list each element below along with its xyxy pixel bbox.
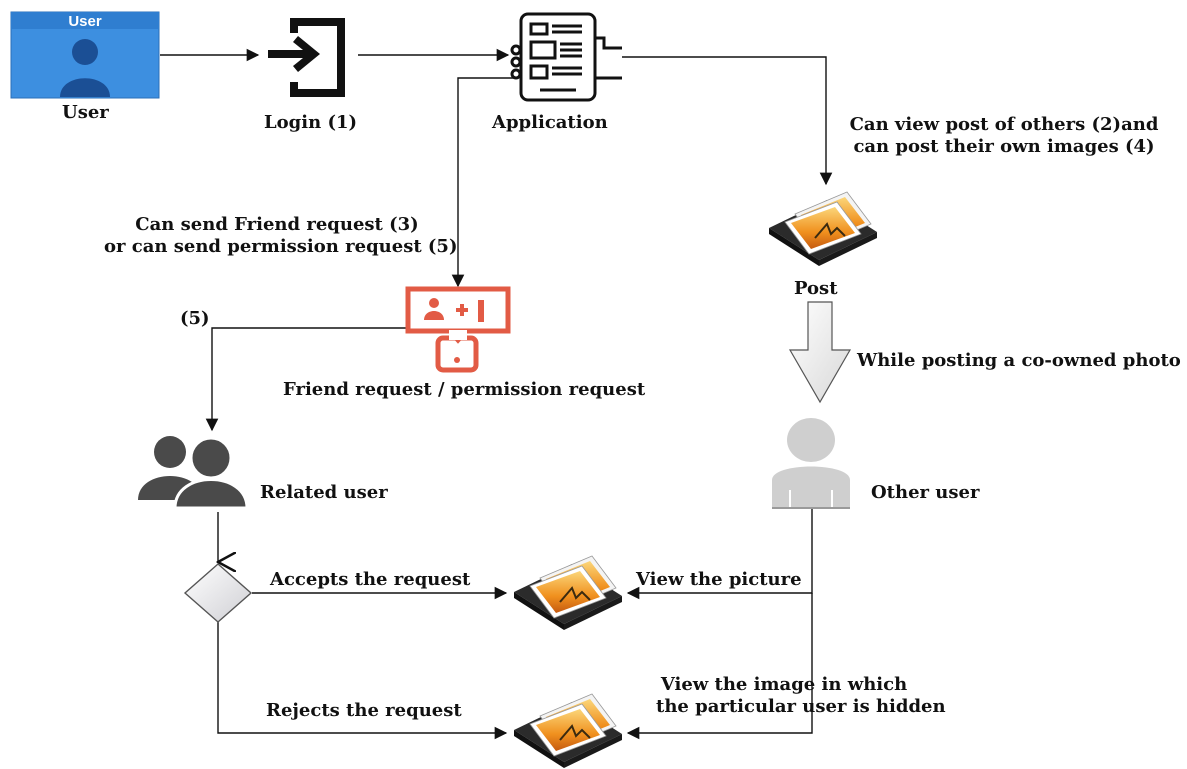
post-other-edge-label: While posting a co-owned photo [857, 350, 1181, 371]
request-related-edge-label: (5) [180, 308, 210, 329]
related-user-label: Related user [260, 482, 388, 503]
edge-reject [217, 622, 508, 740]
edge-request-related [205, 327, 420, 432]
application-icon [510, 12, 622, 102]
login-label: Login (1) [264, 112, 357, 133]
application-label: Application [492, 112, 608, 133]
block-arrow-post-other [788, 301, 852, 404]
hidden-photo-icon [513, 693, 623, 769]
user-avatar-icon: User [10, 11, 160, 99]
app-post-edge-line1: Can view post of others (2)and [849, 114, 1159, 135]
accept-edge-label: Accepts the request [270, 569, 471, 590]
app-request-edge-line1: Can send Friend request (3) [135, 214, 419, 235]
user-label: User [62, 102, 109, 123]
edge-view-hidden [626, 593, 813, 740]
app-post-edge-line2: can post their own images (4) [853, 136, 1155, 157]
edge-application-request [451, 77, 518, 288]
post-photo-icon [768, 191, 878, 267]
user-badge-text: User [68, 13, 102, 30]
app-post-edge-label: Can view post of others (2)and can post … [848, 114, 1160, 158]
app-request-edge-line2: or can send permission request (5) [104, 236, 458, 257]
friend-request-label: Friend request / permission request [283, 379, 646, 400]
friend-request-icon [405, 286, 511, 373]
view-hidden-edge-line2: the particular user is hidden [656, 696, 946, 717]
login-icon [268, 18, 345, 97]
view-hidden-edge-line1: View the image in which [660, 674, 908, 695]
person-icon [772, 418, 850, 509]
accepted-photo-icon [513, 555, 623, 631]
group-users-icon [138, 436, 249, 510]
app-request-edge-label: Can send Friend request (3) or can send … [104, 214, 458, 258]
post-label: Post [794, 278, 838, 299]
view-picture-edge-label: View the picture [636, 569, 802, 590]
view-hidden-edge-label: View the image in which the particular u… [656, 674, 946, 718]
decision-diamond [183, 563, 253, 623]
reject-edge-label: Rejects the request [266, 700, 462, 721]
other-user-label: Other user [871, 482, 980, 503]
edge-application-post [622, 56, 833, 186]
